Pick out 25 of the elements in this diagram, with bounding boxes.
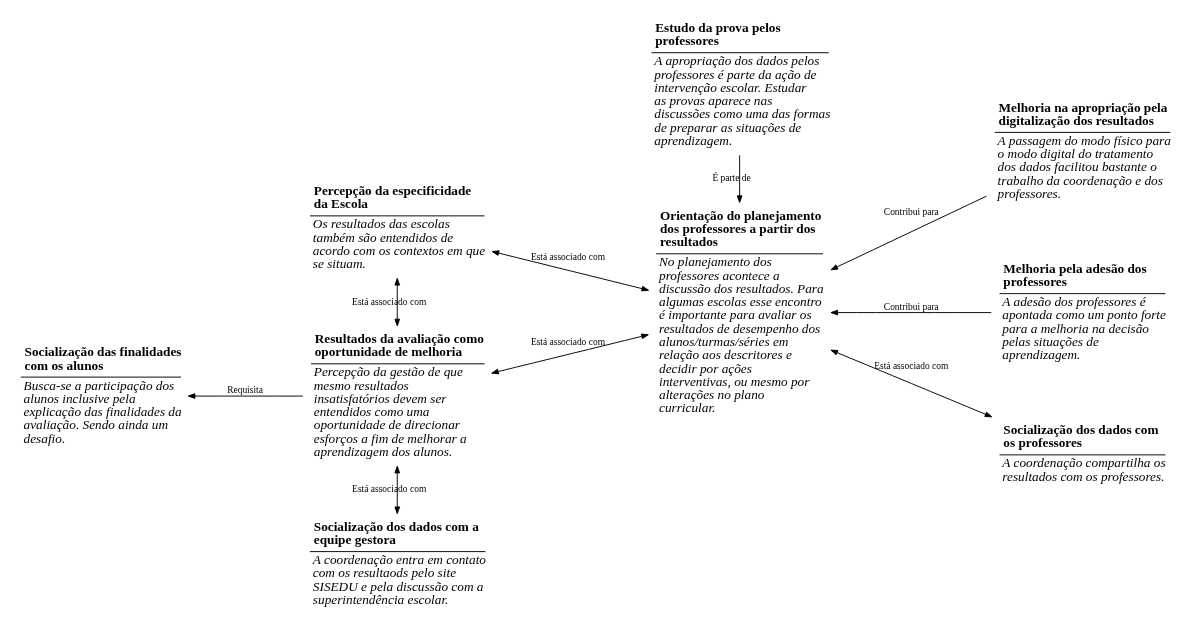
node-text: Resultados da avaliação como oportunidade de melhoria Percepção da gestão de que mesmo resultados insatisfatórios devem ser entendidos como uma oportunidade de direcionar esforços a fim de melhorar a aprendizagem dos alunos. — [313, 331, 484, 460]
edge-label: Contribui para — [883, 206, 939, 217]
edge-label: Está associado com — [874, 360, 949, 371]
node-text: Estudo da prova pelos professores A apropriação dos dados pelos professores é parte da ação de intervenção escolar. Estudar as provas aparece nas discussões como uma das formas de preparar as situações de aprendizagem. — [654, 20, 831, 148]
edge-label: Está associado com — [530, 252, 606, 263]
edge-label: Requisita — [227, 385, 263, 396]
edge-label: Está associado com — [530, 336, 606, 347]
edge-label: Contribui para — [883, 301, 939, 312]
arrow — [187, 393, 304, 399]
arrow — [394, 465, 401, 515]
node-text: Percepção da especificidade da Escola Os resultados das escolas também são entendidos de acordo com os contextos em que se situam. — [312, 183, 486, 272]
node-text: Melhoria pela adesão dos professores A adesão dos professores é apontada como um ponto forte para a melhoria na decisão pelas situações de aprendizagem. — [1002, 260, 1166, 363]
edge-label: É parte de — [712, 173, 751, 184]
node-text: Socialização dos dados com a equipe gestora A coordenação entra em contato com os resultaods pelo site SISEDU e pela discussão com a superintendência escolar. — [312, 518, 486, 607]
node-text: Orientação do planejamento dos professores a partir dos resultados No planejamento dos professores acontece a discussão dos resultados. Para algumas escolas esse encontro é importante para avaliar os resultados de desempenho dos alunos/turmas/séries em relação aos descritores e decidir por ações interventivas, ou mesmo por alterações no plano curricular. — [659, 207, 824, 416]
node-text: Melhoria na apropriação pela digitalização dos resultados A passagem do modo físico para o modo digital do tratamento dos dados facilitou bastante o trabalho da coordenação e dos professores. — [997, 99, 1171, 202]
node-text: Socialização dos dados com os professores A coordenação compartilha os resultados com os professores. — [1002, 422, 1166, 484]
arrow — [736, 154, 743, 203]
arrow — [491, 333, 649, 375]
arrow — [830, 195, 987, 271]
arrow — [830, 309, 992, 316]
arrow — [394, 278, 401, 327]
arrow — [830, 349, 993, 418]
node-text: Socialização das finalidades com os alunos Busca-se a participação dos alunos inclusive pela explicação das finalidades da avaliação. Sendo ainda um desafio. — [23, 344, 182, 446]
arrow — [491, 250, 650, 292]
